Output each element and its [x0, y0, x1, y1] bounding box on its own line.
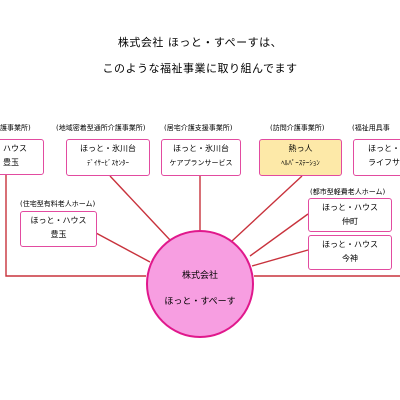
- service-location: 仲町: [342, 217, 358, 226]
- service-location: 今神: [342, 254, 358, 263]
- connector-nakacho: [249, 213, 309, 257]
- category-label: (福祉用具事: [352, 124, 390, 132]
- service-box-house-toyotama-left: ・ハウス 豊玉: [0, 139, 44, 175]
- category-label: (住宅型有料老人ホーム): [20, 200, 96, 208]
- service-location: 豊玉: [3, 158, 19, 167]
- service-name: ・ハウス: [0, 144, 27, 153]
- service-name: ほっと・ハウス: [322, 203, 378, 212]
- service-box-care-plan: ほっと・氷川台 ケアプランサービス: [161, 139, 241, 176]
- service-name: ほっと・: [368, 144, 400, 153]
- service-location: ﾃﾞｲｻｰﾋﾞｽｾﾝﾀｰ: [87, 159, 129, 167]
- service-name: ほっと・ハウス: [30, 216, 87, 225]
- category-label: (都市型軽費老人ホーム): [310, 188, 386, 196]
- service-box-welfare-equipment: ほっと・ ライフサ: [353, 139, 400, 176]
- connector-helper: [231, 175, 303, 242]
- connector-imagami: [251, 249, 309, 267]
- service-location: 豊玉: [50, 230, 67, 239]
- service-box-paid-nursing-home: ほっと・ハウス 豊玉: [20, 211, 97, 247]
- category-label: (訪問介護事業所): [270, 124, 325, 132]
- service-name: 熱っ人: [288, 144, 313, 153]
- company-center-circle: 株式会社 ほっと・すぺーす: [146, 230, 254, 338]
- category-label: (居宅介護支援事業所): [164, 124, 233, 132]
- service-location: ライフサ: [368, 158, 400, 167]
- service-name: ほっと・氷川台: [80, 144, 136, 153]
- connector-dayservice: [109, 175, 171, 241]
- category-label: 護事業所): [0, 124, 31, 132]
- service-location: ケアプランサービス: [169, 159, 233, 167]
- service-box-helper-station: 熱っ人 ﾍﾙﾊﾟｰｽﾃｰｼｮﾝ: [259, 139, 342, 176]
- category-label: (地域密着型通所介護事業所): [56, 124, 146, 132]
- service-box-day-service: ほっと・氷川台 ﾃﾞｲｻｰﾋﾞｽｾﾝﾀｰ: [66, 139, 150, 176]
- service-name: ほっと・氷川台: [173, 144, 229, 153]
- service-location: ﾍﾙﾊﾟｰｽﾃｰｼｮﾝ: [281, 159, 320, 167]
- service-box-imagami: ほっと・ハウス 今神: [308, 235, 392, 270]
- company-label-line-2: ほっと・すぺーす: [164, 297, 236, 307]
- connector-house-toyotama: [95, 232, 151, 263]
- heading-line-2: このような福祉事業に取り組んでます: [102, 62, 298, 75]
- service-name: ほっと・ハウス: [322, 240, 378, 249]
- company-label-line-1: 株式会社: [181, 271, 218, 281]
- service-box-nakacho: ほっと・ハウス 仲町: [308, 198, 392, 232]
- connector-left-frame: [5, 175, 146, 277]
- heading-line-1: 株式会社 ほっと・すぺーすは、: [117, 36, 283, 49]
